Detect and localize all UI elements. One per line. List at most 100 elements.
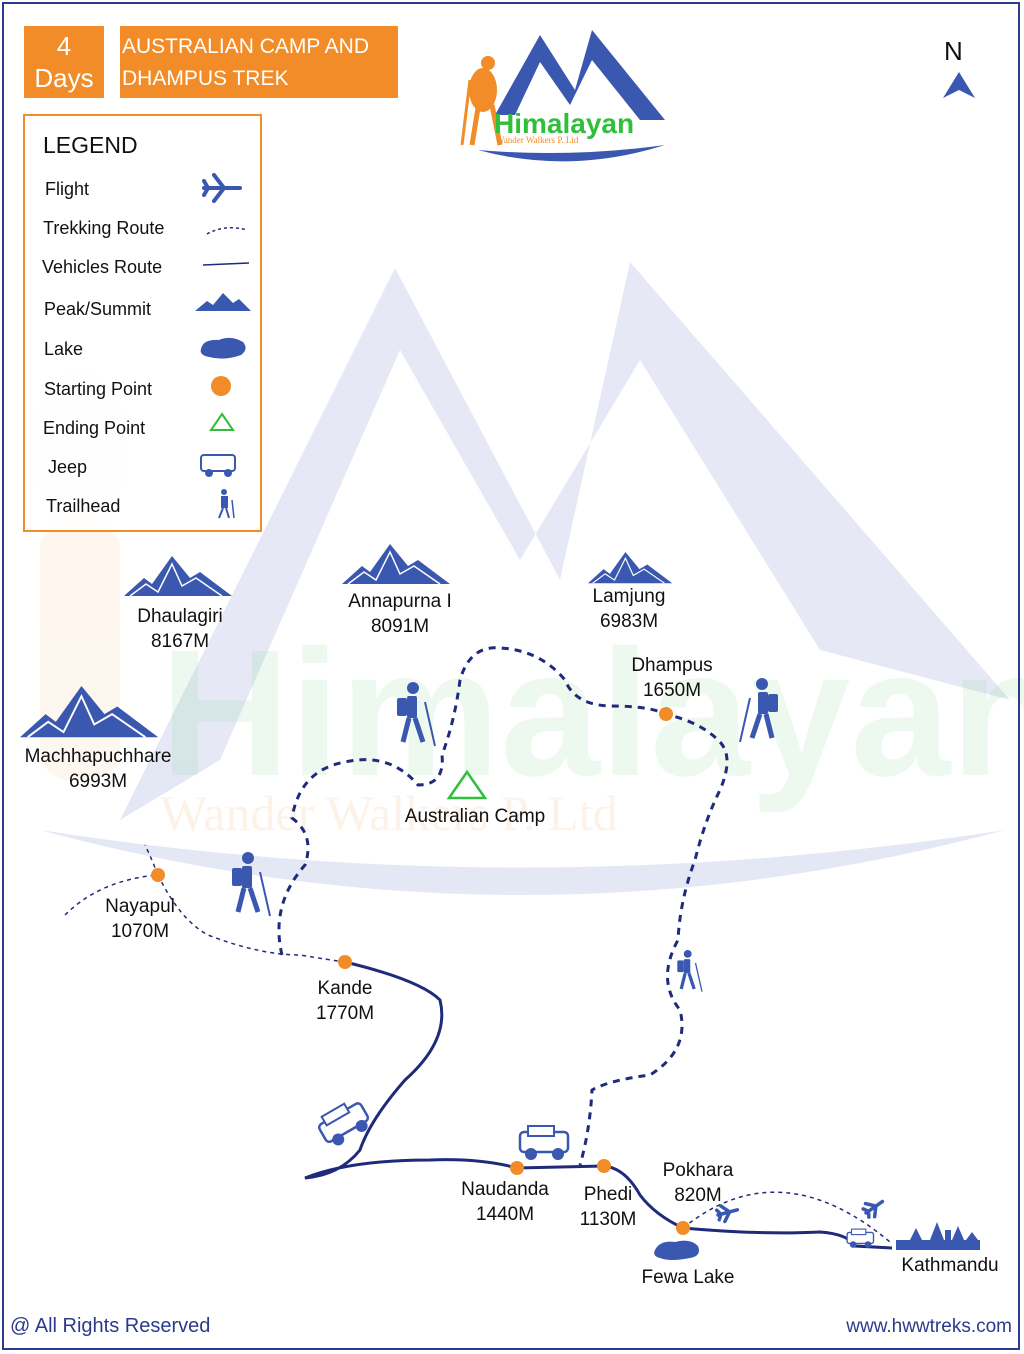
north-arrow: [943, 72, 975, 98]
stop-marker-dhampus: [659, 707, 673, 721]
vehicle-route: [304, 960, 893, 1250]
hiker-icon: [397, 682, 435, 746]
place-elevation: 1130M: [579, 1209, 637, 1230]
peak-name: Machhapuchhare: [24, 746, 172, 767]
peak-label-lamjung: Lamjung 6983M: [574, 584, 684, 634]
dashed-line-icon: [206, 227, 248, 235]
logo-subtitle: Wander Walkers P. Ltd: [496, 135, 579, 145]
ending-point-marker: [446, 769, 488, 800]
mountain-trekker-logo: [460, 30, 665, 162]
hiker-icon: [218, 489, 235, 519]
peak-label-annapurna: Annapurna I 8091M: [334, 589, 466, 639]
legend-label: Jeep: [48, 457, 88, 477]
lake-icon: [654, 1240, 699, 1260]
place-name: Naudanda: [461, 1179, 549, 1200]
north-arrow-icon: [943, 72, 975, 98]
legend-label: Peak/Summit: [44, 299, 152, 319]
place-elevation: 1440M: [475, 1204, 535, 1225]
peak-icon: [123, 555, 233, 597]
logo-brand: Himalayan: [494, 108, 634, 139]
legend-row-peak: Peak/Summit: [25, 291, 260, 327]
peak-name: Annapurna I: [348, 591, 452, 612]
legend-row-trailhead: Trailhead: [25, 488, 260, 524]
place-label-pokhara: Pokhara 820M: [648, 1158, 748, 1208]
legend-label: Starting Point: [44, 379, 153, 399]
place-label-naudanda: Naudanda 1440M: [450, 1177, 560, 1227]
legend-panel: LEGEND Flight Trekking Route Vehicles Ro…: [23, 114, 262, 532]
north-label: N: [944, 36, 963, 66]
place-name: Australian Camp: [404, 806, 546, 827]
watermark-sub: Wander Walkers P. Ltd: [160, 785, 618, 841]
place-name: Pokhara: [662, 1160, 734, 1181]
legend-row-jeep: Jeep: [25, 449, 260, 485]
legend-label: Trailhead: [46, 496, 121, 516]
trek-title-badge: AUSTRALIAN CAMP AND DHAMPUS TREK: [120, 26, 398, 98]
hiker-icon: [675, 948, 704, 994]
stop-marker-pokhara: [676, 1221, 690, 1235]
watermark-brand: Himalayan: [160, 613, 1024, 814]
trek-title-line2: DHAMPUS TREK: [122, 67, 289, 90]
lake-icon: [200, 337, 246, 359]
legend-label: Vehicles Route: [42, 257, 163, 277]
place-name: Kande: [317, 978, 373, 999]
place-name: Fewa Lake: [641, 1267, 735, 1288]
legend-row-trekking: Trekking Route: [25, 210, 260, 246]
place-label-phedi: Phedi 1130M: [566, 1182, 650, 1232]
legend-row-vehicles: Vehicles Route: [25, 249, 260, 285]
legend-label: Ending Point: [43, 418, 146, 438]
watermark-mountains: [40, 262, 1010, 895]
airplane-icon: [859, 1193, 889, 1222]
peak-icon: [19, 685, 160, 739]
legend-label: Lake: [44, 339, 84, 359]
peak-label-dhaulagiri: Dhaulagiri 8167M: [118, 604, 242, 654]
place-label-nayapul: Nayapul 1070M: [92, 894, 188, 944]
legend-label: Flight: [45, 179, 90, 199]
green-triangle-icon: [209, 412, 235, 431]
legend-row-lake: Lake: [25, 331, 260, 367]
stop-marker-naudanda: [510, 1161, 524, 1175]
peak-icon: [341, 543, 451, 585]
rights-footer: @ All Rights Reserved: [10, 1315, 211, 1337]
place-label-kande: Kande 1770M: [300, 976, 390, 1026]
legend-row-start: Starting Point: [25, 371, 260, 407]
jeep-icon: [200, 454, 236, 477]
place-label-dhampus: Dhampus 1650M: [616, 653, 728, 703]
airplane-icon: [202, 173, 242, 203]
place-name: Dhampus: [631, 655, 713, 676]
place-elevation: 1070M: [110, 921, 170, 942]
legend-title: LEGEND: [43, 132, 138, 158]
place-label-fewa-lake: Fewa Lake: [628, 1265, 748, 1290]
jeep-icon: [518, 1124, 570, 1162]
stop-marker-phedi: [597, 1159, 611, 1173]
place-name: Phedi: [583, 1184, 633, 1205]
peak-label-machhapuchhare: Machhapuchhare 6993M: [12, 744, 184, 794]
flight-route: [682, 1191, 891, 1243]
place-elevation: 1770M: [315, 1003, 375, 1024]
peak-elevation: 6983M: [599, 611, 659, 632]
peak-elevation: 8091M: [370, 616, 430, 637]
place-label-kathmandu: Kathmandu: [890, 1253, 1010, 1278]
website-link[interactable]: www.hwwtreks.com: [846, 1316, 1012, 1337]
place-elevation: 820M: [674, 1185, 722, 1206]
trekking-route: [277, 646, 729, 1166]
peak-icon: [587, 551, 673, 584]
hiker-icon: [740, 678, 778, 742]
peak-icon: [195, 293, 251, 311]
peak-elevation: 8167M: [150, 631, 210, 652]
peak-elevation: 6993M: [68, 771, 128, 792]
peak-name: Lamjung: [592, 586, 666, 607]
days-label: Days: [34, 63, 94, 93]
days-number: 4: [56, 31, 72, 61]
orange-dot-icon: [211, 376, 231, 396]
logo: Himalayan Wander Walkers P. Ltd: [460, 30, 665, 162]
legend-row-flight: Flight: [25, 171, 260, 207]
days-badge: 4 Days: [24, 26, 104, 98]
trek-title-line1: AUSTRALIAN CAMP AND: [122, 35, 370, 58]
hiker-icon: [232, 852, 270, 916]
legend-row-end: Ending Point: [25, 410, 260, 446]
stop-marker-nayapul: [151, 868, 165, 882]
city-skyline-icon: [896, 1222, 980, 1250]
